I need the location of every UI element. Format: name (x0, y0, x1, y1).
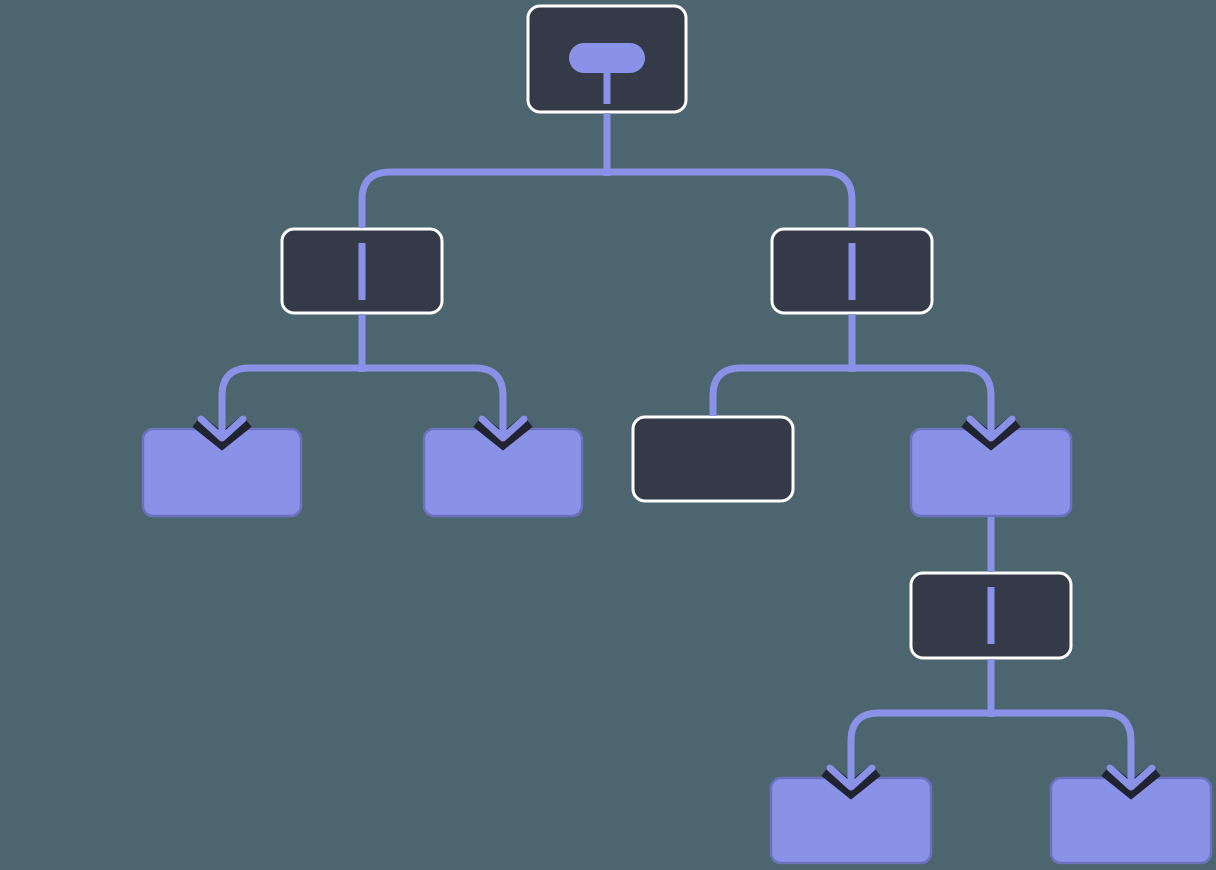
edge-branch-bottom-leaf-2 (991, 709, 1135, 784)
pill-stem (603, 58, 611, 104)
edge-branch-right-child-dark (709, 364, 852, 416)
arrowhead-purple-chevron-icon (478, 415, 528, 442)
edge-branch-right-leaf-right (852, 364, 995, 435)
arrowhead-purple-chevron-icon (1106, 764, 1156, 791)
node-branch-left[interactable] (280, 227, 444, 315)
node-branch-bottom[interactable] (909, 571, 1073, 660)
arrowhead-purple-chevron-icon (826, 764, 876, 791)
edge-branch-bottom-leaf-1 (847, 709, 991, 784)
arrowhead-purple-chevron-icon (197, 415, 247, 442)
edge-branch-left-leaf-2 (362, 364, 507, 435)
pill-icon (569, 43, 645, 73)
node-branch-right[interactable] (770, 227, 934, 315)
edge-branch-left-leaf-1 (218, 364, 362, 435)
arrowhead-purple-chevron-icon (966, 415, 1016, 442)
node-child-dark[interactable] (631, 415, 795, 503)
edge-root-branch-left (358, 168, 607, 228)
edge-root-branch-right (607, 168, 856, 228)
node-root[interactable] (526, 4, 688, 114)
